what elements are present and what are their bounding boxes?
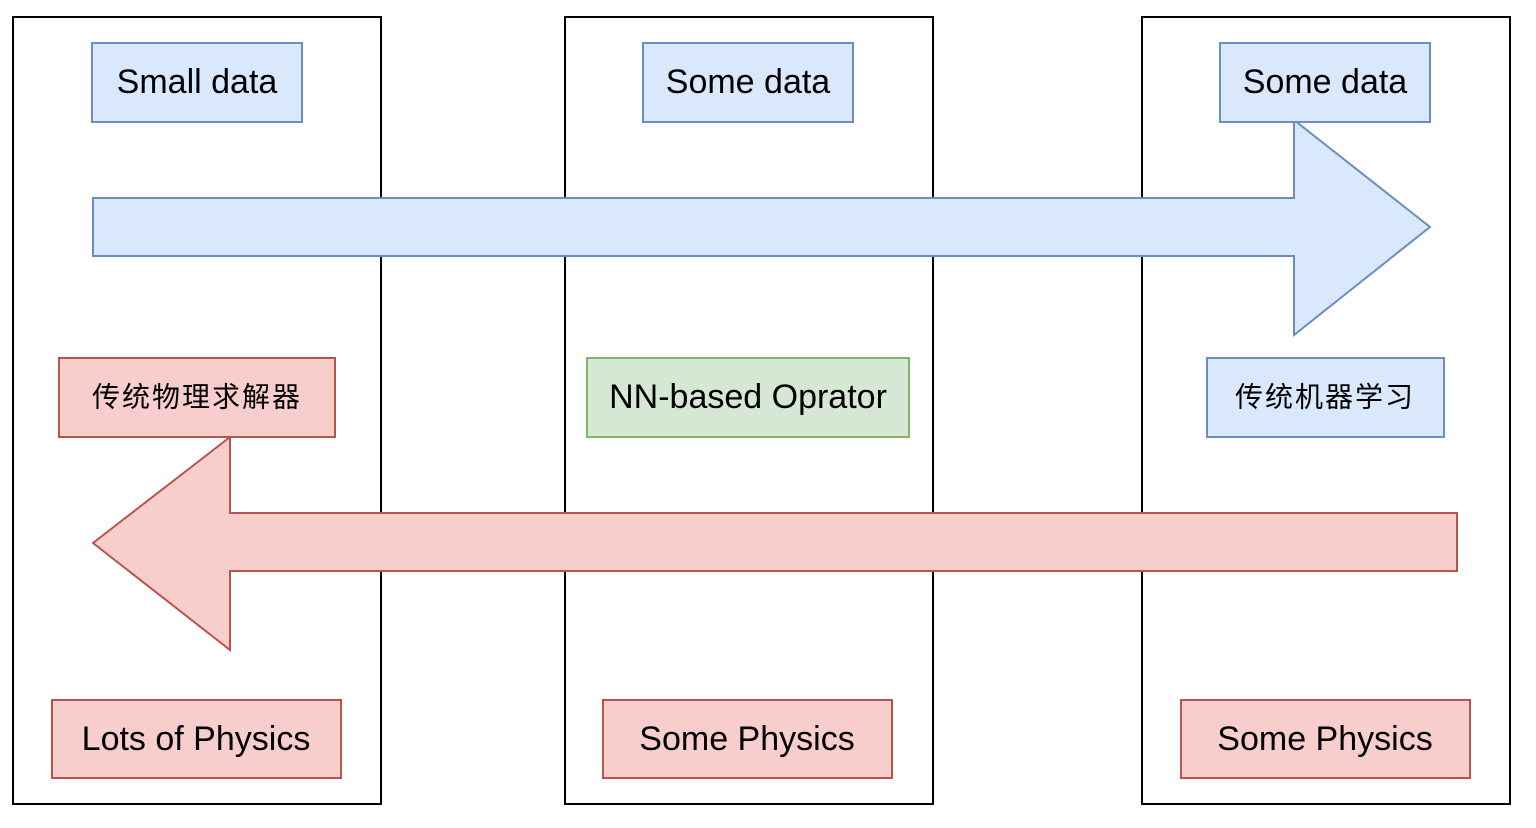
- data-direction-arrow: [92, 117, 1432, 338]
- physics-direction-arrow: [91, 434, 1458, 653]
- left-data-box: Small data: [91, 42, 303, 123]
- traditional-physics-solver-label: 传统物理求解器: [92, 381, 302, 414]
- middle-data-box: Some data: [642, 42, 854, 123]
- left-data-label: Small data: [117, 63, 278, 101]
- left-physics-box: Lots of Physics: [51, 699, 342, 779]
- middle-physics-box: Some Physics: [602, 699, 893, 779]
- middle-physics-label: Some Physics: [639, 720, 854, 758]
- traditional-physics-solver-box: 传统物理求解器: [58, 357, 336, 438]
- middle-data-label: Some data: [666, 63, 831, 101]
- right-data-box: Some data: [1219, 42, 1431, 123]
- right-physics-box: Some Physics: [1180, 699, 1471, 779]
- left-physics-label: Lots of Physics: [82, 720, 311, 758]
- right-physics-label: Some Physics: [1217, 720, 1432, 758]
- nn-based-operator-label: NN-based Oprator: [609, 378, 887, 416]
- traditional-ml-label: 传统机器学习: [1235, 381, 1415, 414]
- traditional-ml-box: 传统机器学习: [1206, 357, 1445, 438]
- right-data-label: Some data: [1243, 63, 1408, 101]
- nn-based-operator-box: NN-based Oprator: [586, 357, 910, 438]
